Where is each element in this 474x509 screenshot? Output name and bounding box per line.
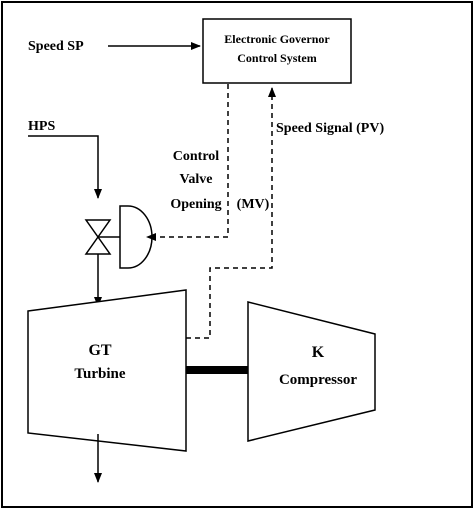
k-compressor: [247, 301, 376, 442]
speed-signal-label: Speed Signal (PV): [276, 121, 384, 136]
pv-signal-line: [186, 87, 276, 339]
controller-box: [202, 18, 352, 84]
hps-line: [28, 135, 102, 199]
speed-sp-label: Speed SP: [28, 39, 84, 54]
controller-label-line2: Control System: [237, 51, 316, 65]
compressor-label-line2: Compressor: [279, 372, 357, 388]
compressor-label-line1: K: [312, 344, 325, 361]
controller-label-line1: Electronic Governor: [224, 32, 330, 46]
valve-actuator: [119, 205, 153, 269]
mv-label: (MV): [237, 197, 270, 212]
control-label-line2: Valve: [180, 172, 213, 187]
gt-turbine: [27, 289, 187, 452]
turbine-label-line1: GT: [88, 342, 111, 359]
mv-signal-line: [146, 84, 229, 241]
valve-body-bottom: [84, 235, 112, 255]
control-label-line1: Control: [173, 149, 220, 164]
coupling-shaft: [186, 366, 248, 374]
turbine-label-line2: Turbine: [74, 366, 125, 382]
control-label-line3: Opening: [170, 197, 221, 212]
valve-body-top: [84, 219, 112, 239]
hps-label: HPS: [28, 119, 55, 134]
